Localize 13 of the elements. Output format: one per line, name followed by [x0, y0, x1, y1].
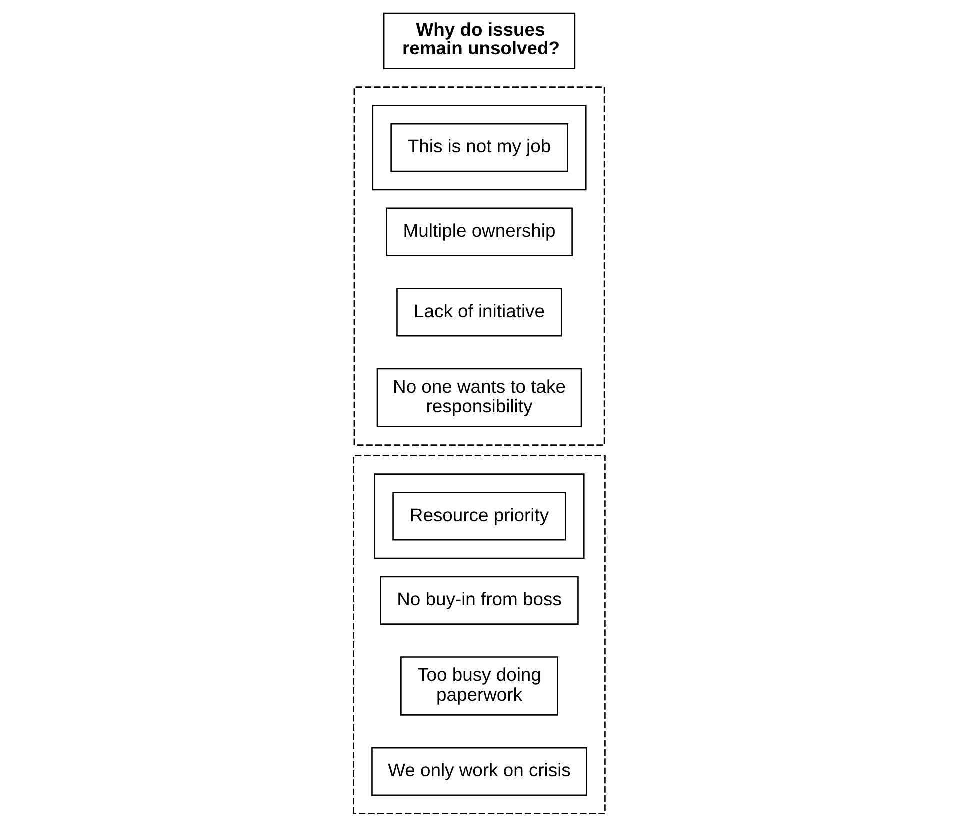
node-box: No one wants to take responsibility — [376, 368, 582, 428]
cluster — [352, 455, 606, 815]
node-box: Why do issues remain unsolved? — [382, 12, 576, 70]
cluster — [374, 474, 584, 560]
node-box: Multiple ownership — [386, 208, 572, 256]
node-box: Too busy doing paperwork — [400, 656, 558, 716]
cluster — [372, 105, 586, 191]
node-box: We only work on crisis — [371, 747, 587, 796]
node-box: No buy-in from boss — [380, 576, 578, 625]
node-box: Lack of initiative — [396, 288, 562, 337]
node-box: Resource priority — [392, 492, 566, 541]
cluster — [353, 86, 605, 446]
node-box: This is not my job — [390, 124, 568, 172]
